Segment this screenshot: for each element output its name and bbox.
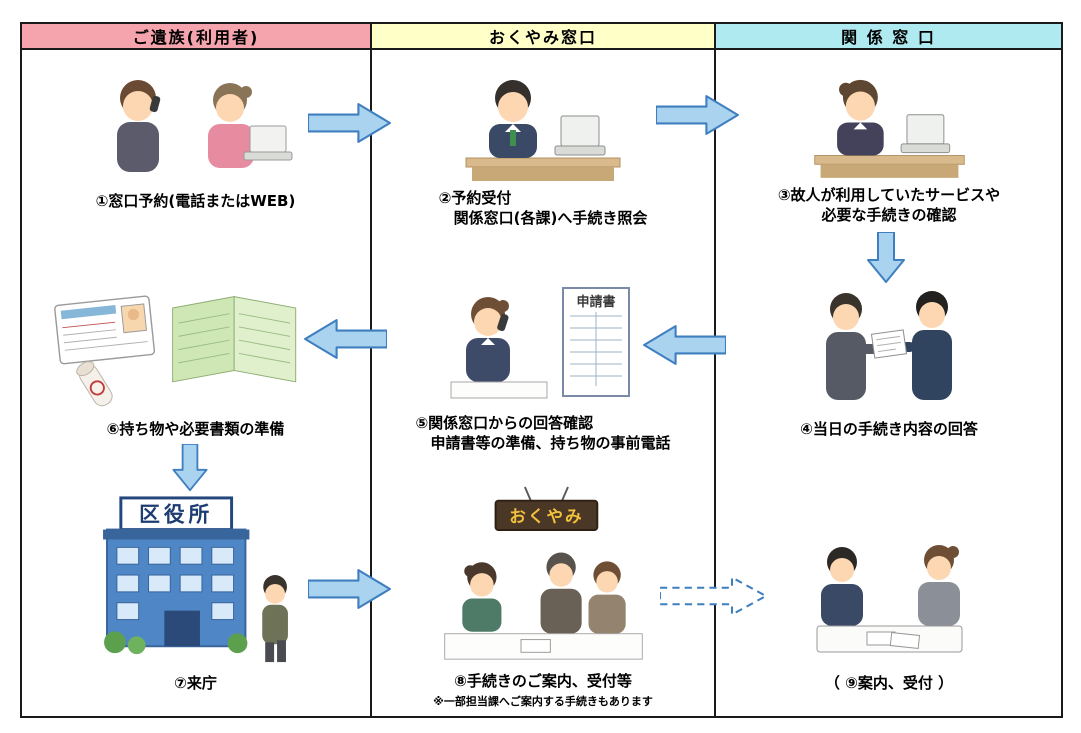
step3-line1: ③故人が利用していたサービスや: [777, 186, 1001, 204]
arrow-step5-to-step6: [304, 319, 387, 359]
step-9: （ ⑨案内、受付 ）: [717, 518, 1061, 693]
step-1: ①窓口予約(電話またはWEB): [30, 66, 361, 211]
lane-header-okuyami-desk: おくやみ窓口: [370, 22, 716, 50]
arrow-step3-to-step4-down: [867, 232, 905, 283]
column-divider-1: [370, 22, 372, 718]
step-2: ②予約受付 関係窓口(各課)へ手続き照会: [372, 68, 714, 228]
step-6: ⑥持ち物や必要書類の準備: [30, 272, 361, 439]
visitor-walking: [262, 575, 288, 663]
step1-caption: ①窓口予約(電話またはWEB): [95, 192, 296, 210]
step7-caption: ⑦来庁: [174, 674, 217, 692]
step8-caption: ⑧手続きのご案内、受付等: [454, 672, 632, 690]
arrow-step8-to-step9-dashed: [660, 576, 767, 616]
step9-caption: （ ⑨案内、受付 ）: [824, 674, 954, 692]
illustration-okuyami-reception: おくやみ: [443, 486, 643, 660]
arrow-step1-to-step2: [308, 103, 391, 143]
hanko-stamp: [76, 361, 113, 407]
step5-caption: ⑤関係窓口からの回答確認 申請書等の準備、持ち物の事前電話: [372, 413, 714, 453]
id-card: [54, 295, 156, 365]
lane-header-related-desk: 関 係 窓 口: [714, 22, 1063, 50]
arrow-step7-to-step8: [308, 569, 391, 609]
illustration-answer-exchange: [826, 291, 952, 400]
step-8: おくやみ ⑧手続きのご案内、受付等 ※一部担当課へご案内する手続きもあります: [372, 486, 714, 709]
step-7: 区役所 ⑦来庁: [30, 492, 361, 693]
illustration-service-check: [813, 79, 965, 178]
step2-line2: 関係窓口(各課)へ手続き照会: [453, 209, 648, 227]
illustration-phone-web-reservation: [117, 80, 293, 172]
okuyami-sign: おくやみ: [494, 499, 598, 531]
step-3: ③故人が利用していたサービスや 必要な手続きの確認: [717, 68, 1061, 225]
step2-caption: ②予約受付 関係窓口(各課)へ手続き照会: [372, 188, 714, 228]
illustration-city-office-visit: 区役所: [103, 496, 288, 663]
illustration-phone-confirmation: 申請書: [450, 287, 630, 399]
step2-line1: ②予約受付: [438, 189, 512, 207]
application-form-title: 申請書: [576, 294, 615, 310]
step3-caption: ③故人が利用していたサービスや 必要な手続きの確認: [717, 185, 1061, 225]
step3-line2: 必要な手続きの確認: [821, 206, 957, 224]
arrow-step4-to-step5: [643, 325, 726, 365]
arrow-step2-to-step3: [656, 95, 739, 135]
arrow-step6-to-step7-down: [172, 444, 208, 492]
bankbook: [172, 296, 297, 383]
ward-office-sign: 区役所: [119, 496, 234, 532]
illustration-documents-preparation: [54, 295, 297, 407]
step4-caption: ④当日の手続き内容の回答: [800, 420, 978, 438]
application-form: 申請書: [562, 287, 630, 397]
okuyami-sign-text: おくやみ: [509, 507, 583, 526]
step6-caption: ⑥持ち物や必要書類の準備: [106, 420, 285, 438]
step8-note: ※一部担当課へご案内する手続きもあります: [433, 695, 653, 708]
lane-header-family: ご遺族(利用者): [20, 22, 372, 50]
illustration-reservation-desk: [465, 80, 621, 181]
step-4: ④当日の手続き内容の回答: [717, 282, 1061, 439]
column-divider-2: [714, 22, 716, 718]
step5-line1: ⑤関係窓口からの回答確認: [415, 414, 594, 432]
step5-line2: 申請書等の準備、持ち物の事前電話: [430, 434, 671, 452]
ward-office-sign-text: 区役所: [139, 503, 213, 527]
illustration-guidance-reception: [816, 545, 962, 653]
step-5: 申請書 ⑤関係窓口からの回答確認 申請書等の準備、持ち物の事前電話: [372, 280, 714, 453]
